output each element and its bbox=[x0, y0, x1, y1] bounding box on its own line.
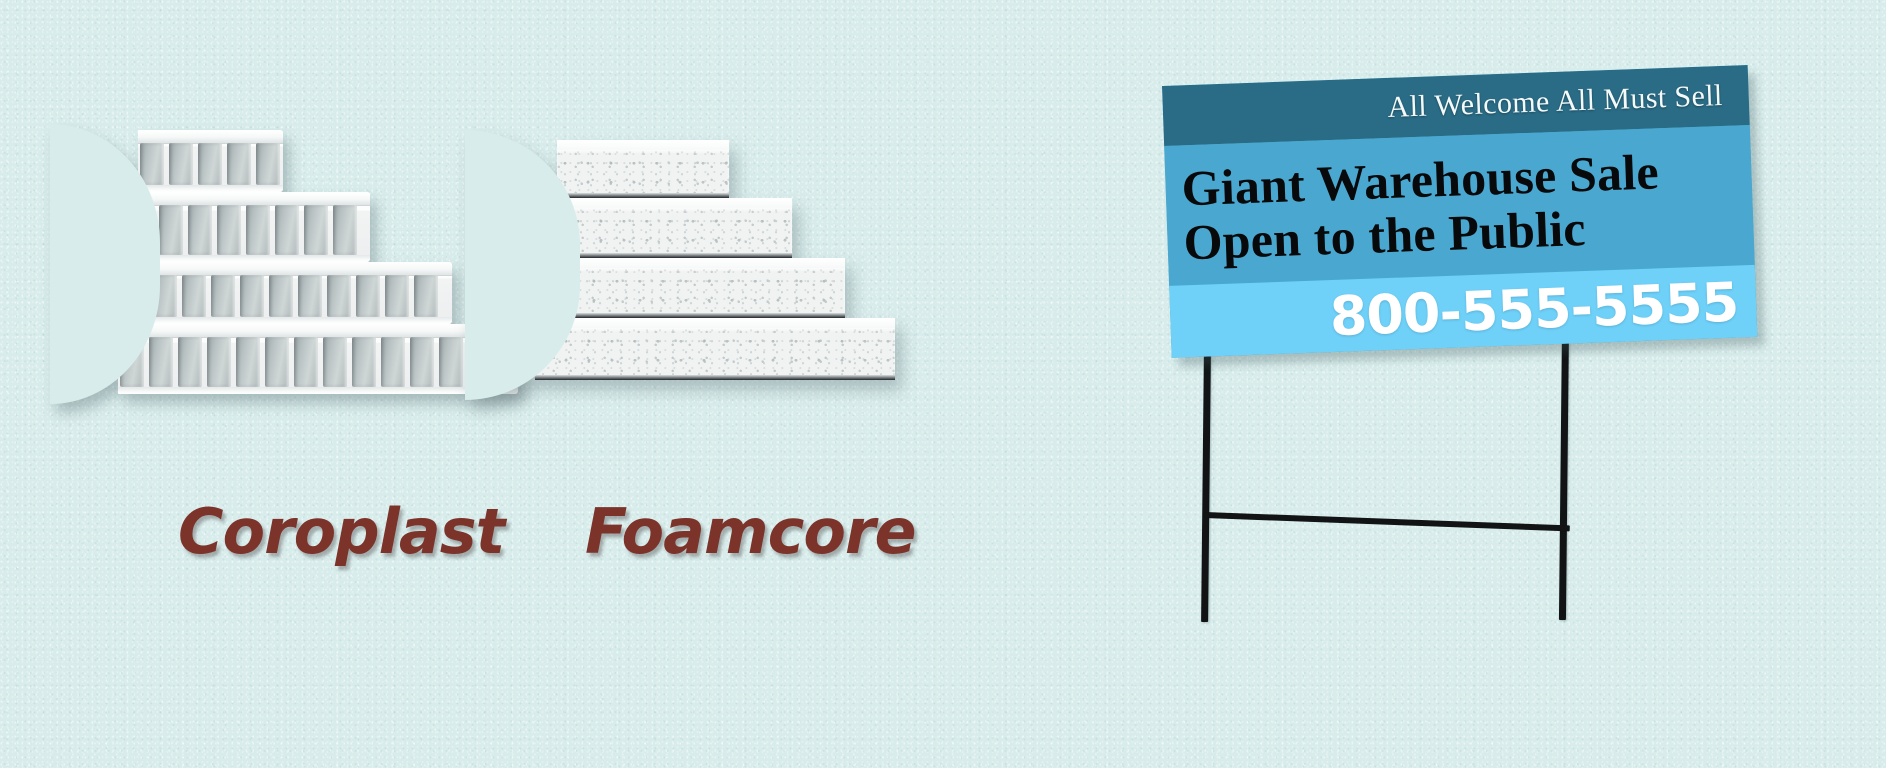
coroplast-flute bbox=[227, 143, 251, 185]
sign-main-line-2: Open to the Public bbox=[1182, 199, 1587, 271]
foamcore-layer-base bbox=[540, 313, 845, 318]
coroplast-flutes bbox=[122, 275, 452, 317]
coroplast-flute bbox=[198, 143, 222, 185]
sign-band-middle: Giant Warehouse Sale Open to the Public bbox=[1164, 124, 1755, 286]
coroplast-flute bbox=[333, 205, 357, 255]
coroplast-flutes bbox=[128, 205, 370, 255]
foamcore-layer-edge bbox=[557, 150, 729, 193]
coroplast-flute bbox=[275, 205, 299, 255]
coroplast-flute bbox=[352, 337, 376, 387]
foamcore-layer-base bbox=[535, 375, 895, 380]
coroplast-layer-cap bbox=[118, 324, 518, 338]
foamcore-layer-top bbox=[535, 318, 895, 328]
coroplast-flute bbox=[327, 275, 351, 317]
material-label-coroplast: Coroplast bbox=[178, 495, 505, 568]
coroplast-flute bbox=[385, 275, 409, 317]
coroplast-flute bbox=[294, 337, 318, 387]
coroplast-layer bbox=[138, 130, 283, 192]
coroplast-flutes bbox=[118, 337, 518, 387]
coroplast-flute bbox=[265, 337, 289, 387]
stake-cross-bar bbox=[1203, 512, 1570, 532]
coroplast-flute bbox=[236, 337, 260, 387]
foamcore-layer-base bbox=[547, 253, 792, 258]
sign-main-line-1: Giant Warehouse Sale bbox=[1180, 143, 1660, 217]
foamcore-layer-edge bbox=[547, 208, 792, 253]
coroplast-flute bbox=[178, 337, 202, 387]
coroplast-layer-base bbox=[118, 387, 518, 394]
stake-leg-right bbox=[1558, 327, 1569, 621]
coroplast-layer-base bbox=[138, 185, 283, 192]
sign-board: All Welcome All Must Sell Giant Warehous… bbox=[1162, 65, 1758, 358]
coroplast-flute bbox=[269, 275, 293, 317]
foamcore-layer-edge bbox=[540, 268, 845, 313]
sign-headline-text: All Welcome All Must Sell bbox=[1386, 78, 1724, 124]
coroplast-flute bbox=[159, 205, 183, 255]
coroplast-flute bbox=[256, 143, 280, 185]
coroplast-layer bbox=[118, 324, 518, 394]
coroplast-layer-cap bbox=[138, 130, 283, 144]
foamcore-layer-top bbox=[540, 258, 845, 268]
coroplast-flute bbox=[323, 337, 347, 387]
coroplast-flute bbox=[240, 275, 264, 317]
coroplast-flute bbox=[414, 275, 438, 317]
coroplast-flute bbox=[140, 143, 164, 185]
coroplast-layer bbox=[128, 192, 370, 262]
foamcore-layer bbox=[557, 140, 729, 198]
coroplast-flute bbox=[381, 337, 405, 387]
coroplast-flute bbox=[439, 337, 463, 387]
coroplast-flute bbox=[410, 337, 434, 387]
coroplast-material-sample bbox=[50, 124, 518, 404]
sign-phone-number: 800-555-5555 bbox=[1328, 270, 1740, 348]
coroplast-flute bbox=[207, 337, 231, 387]
coroplast-flute bbox=[211, 275, 235, 317]
coroplast-flutes bbox=[138, 143, 283, 185]
foamcore-layer-edge bbox=[535, 328, 895, 375]
coroplast-flute bbox=[298, 275, 322, 317]
coroplast-layer bbox=[122, 262, 452, 324]
coroplast-layer-cap bbox=[128, 192, 370, 206]
coroplast-flute bbox=[149, 337, 173, 387]
coroplast-flute bbox=[169, 143, 193, 185]
yard-sign: All Welcome All Must Sell Giant Warehous… bbox=[1150, 60, 1770, 623]
coroplast-layer-base bbox=[128, 255, 370, 262]
stake-leg-left bbox=[1201, 343, 1211, 623]
foamcore-layer bbox=[540, 258, 845, 318]
foamcore-material-sample bbox=[465, 130, 895, 400]
foamcore-layer bbox=[547, 198, 792, 258]
material-label-foamcore: Foamcore bbox=[585, 495, 917, 568]
coroplast-flute bbox=[188, 205, 212, 255]
coroplast-layer-cap bbox=[122, 262, 452, 276]
coroplast-flute bbox=[304, 205, 328, 255]
foamcore-layer-top bbox=[557, 140, 729, 150]
coroplast-flute bbox=[182, 275, 206, 317]
foamcore-layer-top bbox=[547, 198, 792, 208]
foamcore-layer-base bbox=[557, 193, 729, 198]
foamcore-layer bbox=[535, 318, 895, 380]
coroplast-flute bbox=[217, 205, 241, 255]
coroplast-flute bbox=[246, 205, 270, 255]
coroplast-layer-base bbox=[122, 317, 452, 324]
coroplast-flute bbox=[356, 275, 380, 317]
